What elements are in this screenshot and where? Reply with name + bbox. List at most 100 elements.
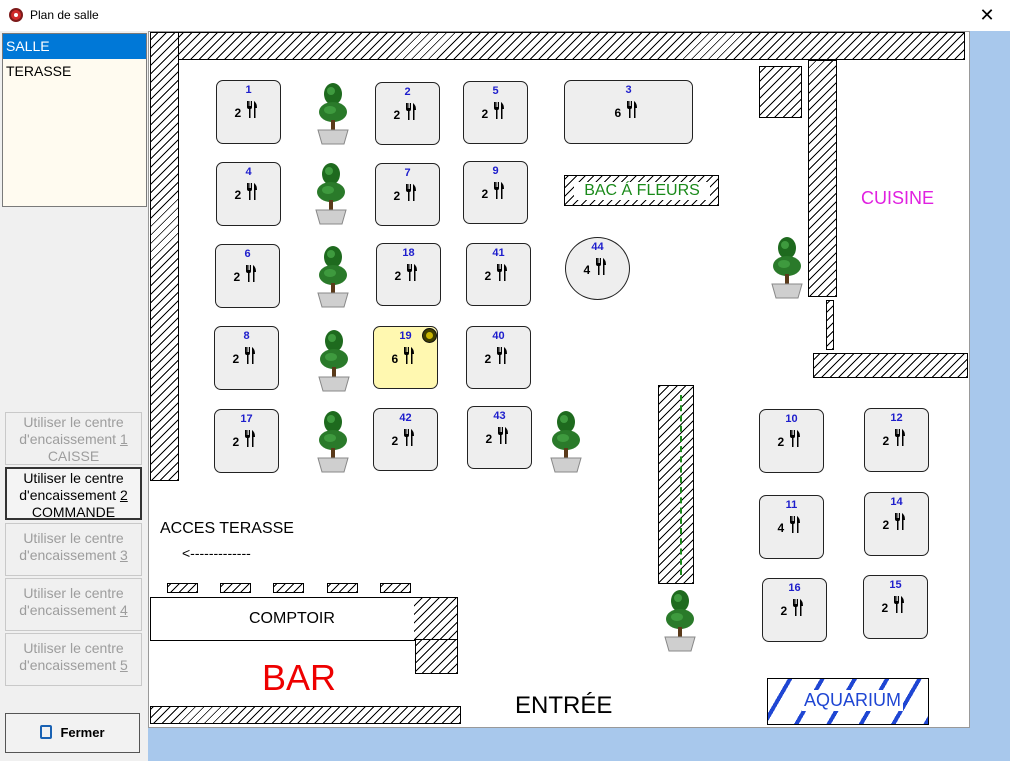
- table-number: 10: [785, 413, 798, 425]
- table-number: 44: [591, 241, 604, 253]
- cutlery-icon: [406, 264, 418, 281]
- cash-btn-line2: d'encaissement 2: [19, 487, 128, 503]
- table-seats: 2: [485, 432, 493, 446]
- cutlery-icon: [792, 599, 804, 616]
- plant-icon: [315, 408, 351, 474]
- cash-center-1-button[interactable]: Utiliser le centre d'encaissement 1 CAIS…: [5, 412, 142, 465]
- wall-bottom: [150, 706, 461, 724]
- cutlery-icon: [403, 429, 415, 446]
- table-seats: 2: [234, 106, 242, 120]
- cash-center-5-button[interactable]: Utiliser le centre d'encaissement 5: [5, 633, 142, 686]
- table-seats: 2: [484, 269, 492, 283]
- table-seats: 2: [391, 434, 399, 448]
- table-number: 2: [404, 86, 411, 98]
- comptoir-label: COMPTOIR: [249, 610, 335, 627]
- table-seats: 2: [393, 189, 401, 203]
- table-seats: 2: [481, 187, 489, 201]
- plant-icon: [315, 80, 351, 146]
- table-number: 7: [404, 167, 411, 179]
- pillar: [759, 66, 802, 118]
- cash-center-3-button[interactable]: Utiliser le centre d'encaissement 3: [5, 523, 142, 576]
- cash-btn-line2: d'encaissement 1: [19, 431, 128, 447]
- table-seats: 6: [614, 106, 622, 120]
- cutlery-icon: [244, 347, 256, 364]
- divider-wall: [658, 385, 694, 584]
- cash-center-2-button[interactable]: Utiliser le centre d'encaissement 2 COMM…: [5, 467, 142, 520]
- counter-top: [151, 598, 414, 640]
- table-number: 8: [243, 330, 250, 342]
- wall-left: [150, 32, 179, 481]
- fermer-button[interactable]: Fermer: [5, 713, 140, 753]
- table-seats: 2: [233, 270, 241, 284]
- room-item-terasse[interactable]: TERASSE: [6, 63, 72, 79]
- cutlery-icon: [894, 513, 906, 530]
- close-button[interactable]: ✕: [979, 5, 995, 25]
- table-number: 16: [788, 582, 801, 594]
- cutlery-icon: [497, 427, 509, 444]
- table-number: 15: [889, 579, 902, 591]
- table-seats: 4: [777, 521, 785, 535]
- room-list[interactable]: SALLE TERASSE: [2, 33, 147, 207]
- occupied-indicator-icon: [422, 328, 437, 343]
- table-seats: 2: [882, 518, 890, 532]
- table-number: 14: [890, 496, 903, 508]
- table-seats: 2: [393, 108, 401, 122]
- cutlery-icon: [789, 516, 801, 533]
- table-seats: 2: [484, 352, 492, 366]
- table-seats: 2: [394, 269, 402, 283]
- table-seats: 2: [780, 604, 788, 618]
- cutlery-icon: [246, 183, 258, 200]
- cash-btn-line1: Utiliser le centre: [23, 640, 124, 656]
- kitchen-wall: [808, 60, 837, 297]
- cash-btn-line2: d'encaissement 3: [19, 547, 128, 563]
- cash-btn-line1: Utiliser le centre: [23, 414, 124, 430]
- kitchen-wall-bottom: [813, 353, 968, 378]
- cash-btn-line2: d'encaissement 4: [19, 602, 128, 618]
- table-number: 5: [492, 85, 499, 97]
- acces-arrow: <-------------: [182, 545, 251, 561]
- table-number: 1: [245, 84, 252, 96]
- table-number: 41: [492, 247, 505, 259]
- wall-top: [178, 32, 965, 60]
- cash-center-4-button[interactable]: Utiliser le centre d'encaissement 4: [5, 578, 142, 631]
- table-number: 43: [493, 410, 506, 422]
- table-number: 3: [625, 84, 632, 96]
- cutlery-icon: [244, 430, 256, 447]
- table-number: 6: [244, 248, 251, 260]
- table-number: 11: [785, 499, 798, 511]
- app-icon: [9, 8, 23, 22]
- table-number: 42: [399, 412, 412, 424]
- table-number: 19: [399, 330, 412, 342]
- exit-door-icon: [40, 725, 53, 739]
- table-number: 18: [402, 247, 415, 259]
- table-number: 9: [492, 165, 499, 177]
- table-seats: 2: [481, 107, 489, 121]
- cash-btn-line3: CAISSE: [47, 448, 100, 464]
- plant-icon: [769, 234, 805, 300]
- room-item-salle[interactable]: SALLE: [3, 34, 146, 59]
- table-seats: 2: [232, 352, 240, 366]
- bac-label: BAC Á FLEURS: [574, 182, 710, 200]
